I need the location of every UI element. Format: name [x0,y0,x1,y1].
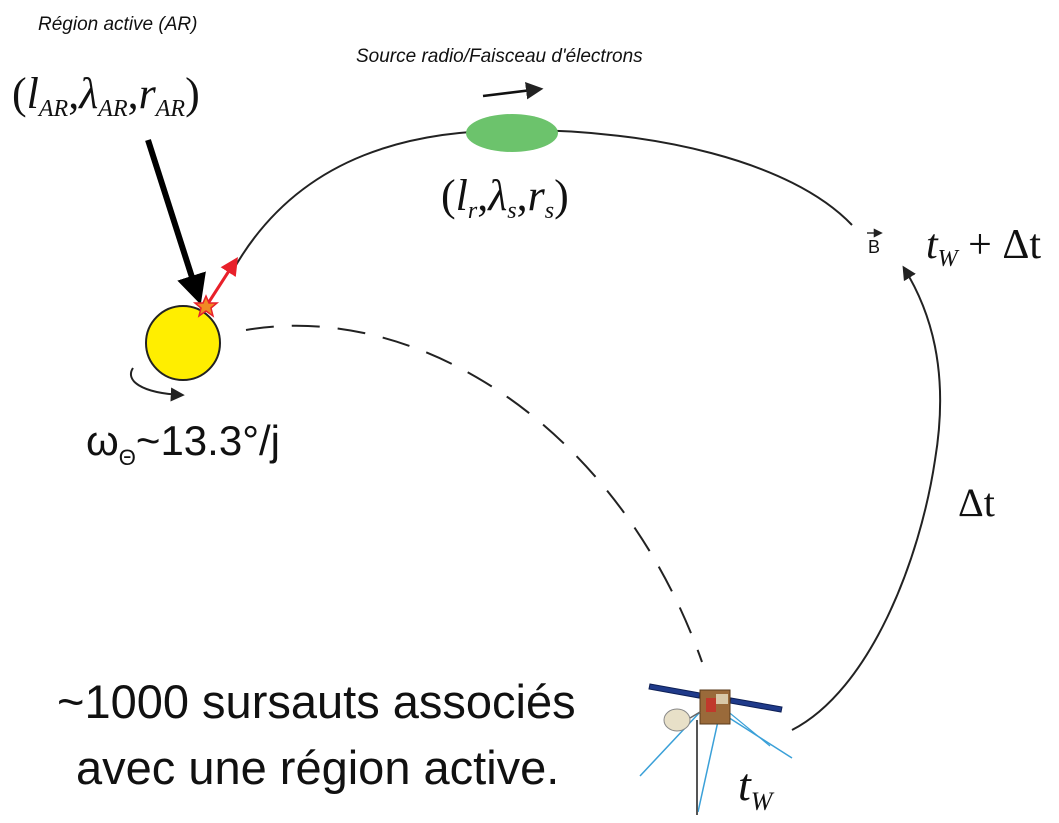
time-label-tw-plus-dt: tW + Δt [926,222,1041,272]
sun-satellite-dashed-path [245,324,703,663]
flare-star-icon [192,294,220,318]
beam-direction-arrow [482,82,544,100]
propagation-arc [791,265,942,731]
time-label-tw: tW [738,759,775,816]
active-region-pointer-arrow [145,139,206,305]
active-region-label: Région active (AR) [38,14,197,35]
rotation-rate-label: ωΘ~13.3°/j [86,417,280,470]
b-field-vector-label: B [868,237,880,257]
source-coordinates: (lr,λs,rs) [441,171,569,224]
ar-coordinates: (lAR,λAR,rAR) [12,69,200,122]
sun-circle [145,305,221,381]
electron-beam-arrow [205,256,238,306]
delta-t-label: Δt [958,480,995,525]
spacecraft-icon [639,683,793,815]
solar-rotation-arrow [130,367,185,402]
radio-source-ellipse [466,114,558,152]
summary-line-1: ~1000 sursauts associés [57,675,576,728]
summary-line-2: avec une région active. [76,741,559,794]
source-beam-label: Source radio/Faisceau d'électrons [356,46,643,67]
